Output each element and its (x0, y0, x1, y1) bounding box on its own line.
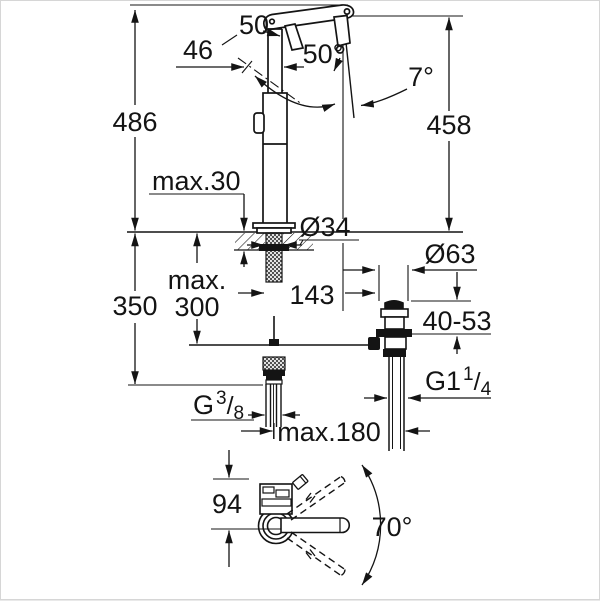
dim-label-max-value: 300 (174, 292, 219, 322)
waste-plug (384, 299, 404, 310)
g114-base: G1 (425, 366, 461, 396)
swivel-positions (286, 475, 346, 577)
dim-label-143: 143 (289, 280, 334, 310)
g38-sup: 3 (216, 388, 227, 409)
dim-label-50: 50 (239, 10, 269, 40)
pipe-break-marks (305, 492, 316, 560)
dim-label-o63: Ø63 (424, 239, 475, 269)
dim-label-40-53: 40-53 (422, 306, 491, 336)
dim-label-max30: max.30 (152, 166, 241, 196)
dim-label-350: 350 (112, 291, 157, 321)
dimension-labels: 50 46 50° 7° 486 458 max.30 Ø34 max. 300… (112, 10, 491, 542)
lever (283, 23, 305, 51)
waste-lever-joint (368, 337, 380, 350)
g114-sub: 4 (481, 379, 492, 400)
spout-end-dot (343, 8, 351, 15)
drain-assembly (368, 299, 412, 451)
g114-sup: 1 (463, 364, 474, 385)
supply-pipes (265, 384, 282, 439)
g114-slash: / (474, 368, 481, 396)
dimension-lines (131, 10, 491, 586)
dim-label-486: 486 (112, 107, 157, 137)
mounting-surface (127, 231, 463, 251)
dim-label-max-word: max. (168, 265, 227, 295)
lever-tip-top-view (292, 474, 309, 490)
g38-sub: 8 (234, 403, 245, 424)
spout-joint-dot (268, 18, 276, 25)
waste-flange (376, 329, 412, 337)
threaded-rod (265, 232, 283, 283)
dim-label-o34: Ø34 (299, 212, 350, 242)
dim-label-46: 46 (183, 35, 213, 65)
g38-slash: / (227, 392, 234, 420)
g38-base: G (193, 390, 214, 420)
dim-label-max180: max.180 (277, 417, 381, 447)
spout-top-view (280, 517, 350, 534)
spout-outlet (333, 14, 351, 48)
dim-label-50deg: 50° (303, 39, 344, 69)
waste-tailpipe (388, 357, 405, 451)
dim-label-458: 458 (426, 110, 471, 140)
faucet-top-view (257, 474, 350, 577)
dim-label-7deg: 7° (408, 62, 434, 92)
popup-knob (253, 112, 265, 134)
supply-fitting (262, 356, 286, 371)
dim-label-94: 94 (212, 489, 242, 519)
dim-label-70deg: 70° (372, 512, 413, 542)
aerator-dot (335, 45, 345, 54)
